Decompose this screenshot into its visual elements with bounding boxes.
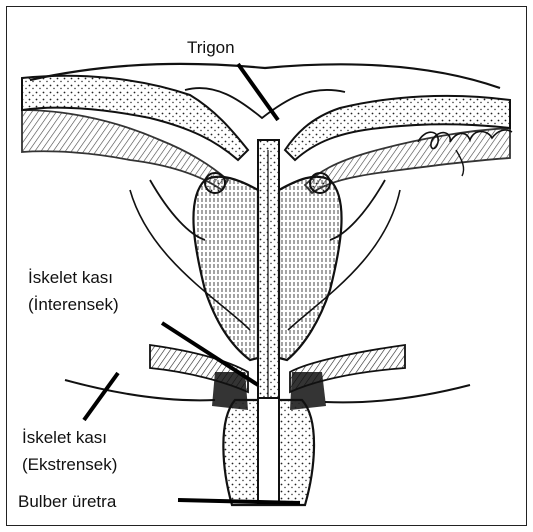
prostate-left-lobe <box>193 177 258 360</box>
pelvic-floor-left <box>65 380 215 400</box>
external-muscle-pointer <box>84 373 118 420</box>
vessel-right <box>310 173 330 193</box>
pelvic-floor-right <box>325 385 470 402</box>
label-internal-muscle-line1: İskelet kası <box>28 268 113 288</box>
prostate-right-lobe <box>279 177 342 360</box>
vessel-left <box>205 173 225 193</box>
label-external-muscle-line2: (Ekstrensek) <box>22 455 117 475</box>
bulbar-urethra-lumen <box>258 398 279 505</box>
label-bulbar-urethra: Bulber üretra <box>18 492 116 512</box>
label-trigon: Trigon <box>187 38 235 58</box>
label-external-muscle-line1: İskelet kası <box>22 428 107 448</box>
label-internal-muscle-line2: (İnterensek) <box>28 295 119 315</box>
trigon-pointer <box>238 64 278 120</box>
